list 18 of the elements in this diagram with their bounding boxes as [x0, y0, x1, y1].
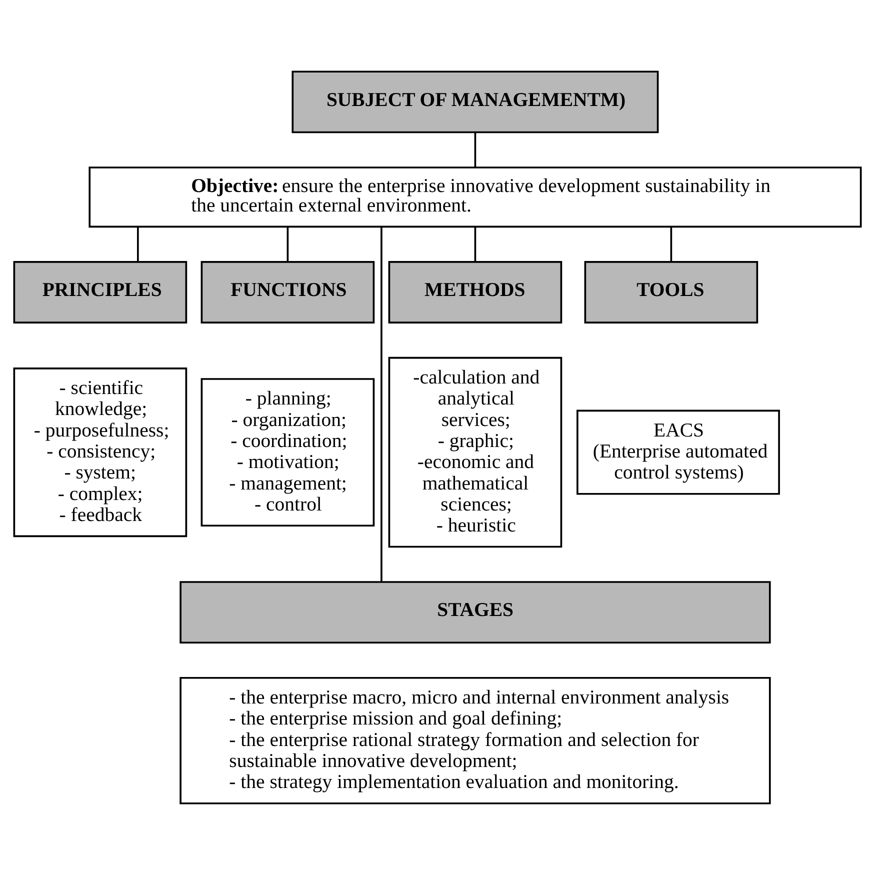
connector — [136, 226, 139, 261]
node-box: STAGES — [180, 580, 771, 644]
connector — [474, 132, 476, 167]
node-box: SUBJECT OF MANAGEMENTM) — [292, 70, 659, 133]
node-box: - planning; - organization; - coordination; - motivation; - management; - control — [200, 378, 375, 526]
node-box: - scientific knowledge; - purposefulness; - consistency; - system; - complex; - feedback — [13, 367, 188, 537]
connector — [670, 226, 672, 261]
node-box: FUNCTIONS — [200, 260, 375, 324]
node-box: EACS (Enterprise automated control systems) — [576, 409, 780, 494]
node-box: METHODS — [388, 260, 562, 324]
node-box: -calculation and analytical services; - graphic; -economic and mathematical sciences; - heuristic — [388, 356, 562, 548]
node-box: PRINCIPLES — [13, 260, 188, 324]
node-box: - the enterprise macro, micro and internal environment analysis - the enterprise mission and goal defining; - the enterprise rational strategy formation and selection for sustainable innovative development; - the strategy implementation evaluation and monitoring. — [180, 676, 771, 804]
connector — [286, 226, 289, 261]
connector — [380, 226, 382, 582]
node-box: TOOLS — [584, 260, 758, 324]
connector — [474, 226, 476, 261]
node-box: Objective: ensure the enterprise innovative development sustainability in the uncertain external environment. — [88, 166, 862, 228]
